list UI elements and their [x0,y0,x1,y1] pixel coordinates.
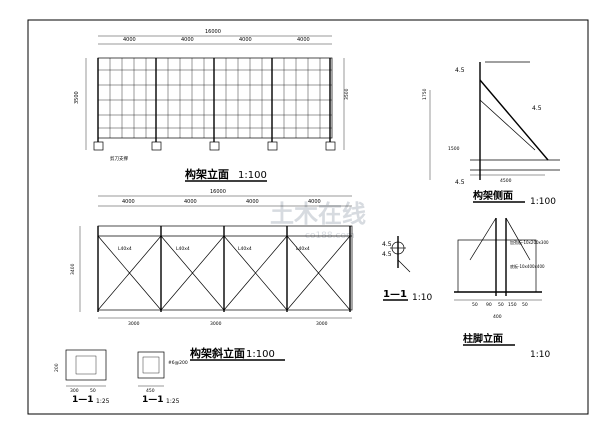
svg-text:90: 90 [486,302,492,308]
front-elevation-title: 构架立面 [185,167,229,181]
svg-text:1:25: 1:25 [96,398,110,405]
sheet-border [27,19,589,415]
svg-text:4.5: 4.5 [382,241,392,248]
side-elevation: 1750 4.5 4.5 4.5 4500 1500 构架侧面 1:100 [422,61,560,207]
svg-text:150: 150 [508,302,517,308]
section-1-1-right: 450 #6@200 1—1 1:25 [137,351,188,405]
svg-text:50: 50 [498,302,504,308]
section-left-title: 1—1 [72,395,94,405]
svg-text:剪刀支撑: 剪刀支撑 [110,155,128,162]
column-foot-title: 柱脚立面 [463,332,503,345]
svg-text:50: 50 [522,302,528,308]
svg-text:4000: 4000 [308,199,321,205]
section-1-1-left: 300 50 200 1—1 1:25 [54,349,110,405]
svg-text:加劲板-10x200x300: 加劲板-10x200x300 [510,239,549,245]
svg-text:L40x4: L40x4 [296,246,310,252]
svg-text:3000: 3000 [210,321,222,327]
svg-text:450: 450 [146,388,155,394]
svg-text:L40x4: L40x4 [118,246,132,252]
svg-text:L40x4: L40x4 [176,246,190,252]
svg-text:3500: 3500 [344,88,350,100]
svg-text:底板-10x400x400: 底板-10x400x400 [510,263,545,269]
section-mid-title: 1—1 [383,289,407,300]
front-elevation: 16000 4000 4000 4000 4000 [74,29,350,182]
svg-text:1:10: 1:10 [530,350,550,360]
column-foot: 50 90 50 150 50 400 加劲板-10x200x300 底板-10… [454,217,550,360]
side-elevation-title: 构架侧面 [473,189,513,202]
svg-text:400: 400 [493,314,502,320]
svg-text:50: 50 [90,388,96,394]
svg-text:200: 200 [54,363,60,372]
svg-text:1:10: 1:10 [412,293,432,303]
svg-text:3500: 3500 [74,91,80,104]
svg-text:4000: 4000 [123,37,136,43]
svg-text:L40x4: L40x4 [238,246,252,252]
section-right-title: 1—1 [142,395,164,405]
svg-text:3400: 3400 [70,263,76,275]
svg-text:300: 300 [70,388,79,394]
svg-text:3000: 3000 [128,321,140,327]
svg-text:4.5: 4.5 [455,67,465,74]
svg-text:16000: 16000 [210,189,226,195]
svg-text:4000: 4000 [239,37,252,43]
bracing-elevation: 16000 4000 4000 4000 4000 L40x4 L40x4 L4… [70,189,353,361]
svg-text:1:25: 1:25 [166,398,180,405]
svg-text:#6@200: #6@200 [168,360,188,366]
bracing-elevation-title: 构架斜立面 [190,346,245,360]
svg-text:4000: 4000 [297,37,310,43]
section-1-1-mid: 4.5 4.5 1—1 1:10 [382,236,432,303]
svg-text:4.5: 4.5 [532,105,542,112]
svg-text:4000: 4000 [184,199,197,205]
svg-text:3000: 3000 [316,321,328,327]
front-overall-dim: 16000 [205,29,221,35]
svg-text:1:100: 1:100 [530,197,556,207]
svg-text:1:100: 1:100 [246,349,275,360]
svg-text:1750: 1750 [422,88,428,100]
svg-text:50: 50 [472,302,478,308]
watermark-text: 土木在线 [270,200,366,228]
svg-text:4000: 4000 [181,37,194,43]
svg-text:4500: 4500 [500,178,512,184]
svg-text:4000: 4000 [246,199,259,205]
svg-text:4000: 4000 [122,199,135,205]
svg-text:4.5: 4.5 [455,179,465,186]
svg-text:1500: 1500 [448,146,460,152]
svg-text:4.5: 4.5 [382,251,392,258]
svg-text:1:100: 1:100 [238,170,267,181]
